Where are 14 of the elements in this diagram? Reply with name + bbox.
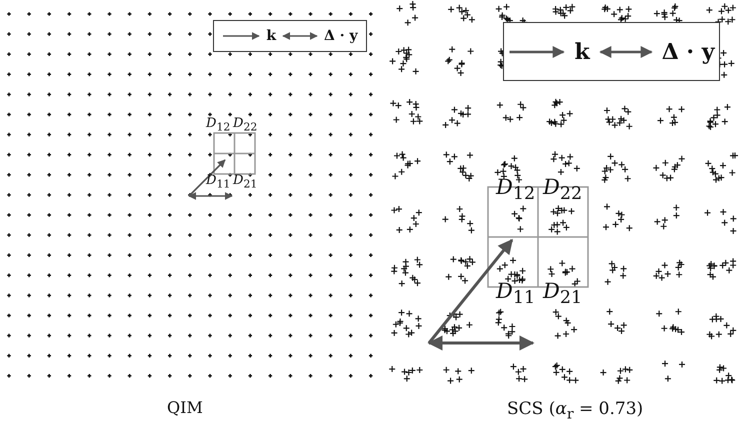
panel-caption: QIM — [167, 400, 203, 416]
region-label: D$_{22}$ — [543, 177, 582, 204]
region-label: D$_{21}$ — [543, 281, 582, 308]
legend-label: k — [574, 38, 590, 64]
panel-caption: SCS (α$_{r}$ = 0.73) — [507, 401, 644, 422]
legend-label: Δ · y — [324, 28, 358, 44]
region-label: D$_{21}$ — [233, 174, 258, 190]
region-label: D$_{11}$ — [496, 281, 536, 308]
legend-label: k — [266, 28, 276, 44]
region-label: D$_{11}$ — [206, 174, 230, 190]
region-label: D$_{12}$ — [496, 177, 536, 204]
legend-label: Δ · y — [662, 38, 715, 64]
region-label: D$_{22}$ — [233, 117, 258, 134]
region-label: D$_{12}$ — [206, 117, 230, 134]
